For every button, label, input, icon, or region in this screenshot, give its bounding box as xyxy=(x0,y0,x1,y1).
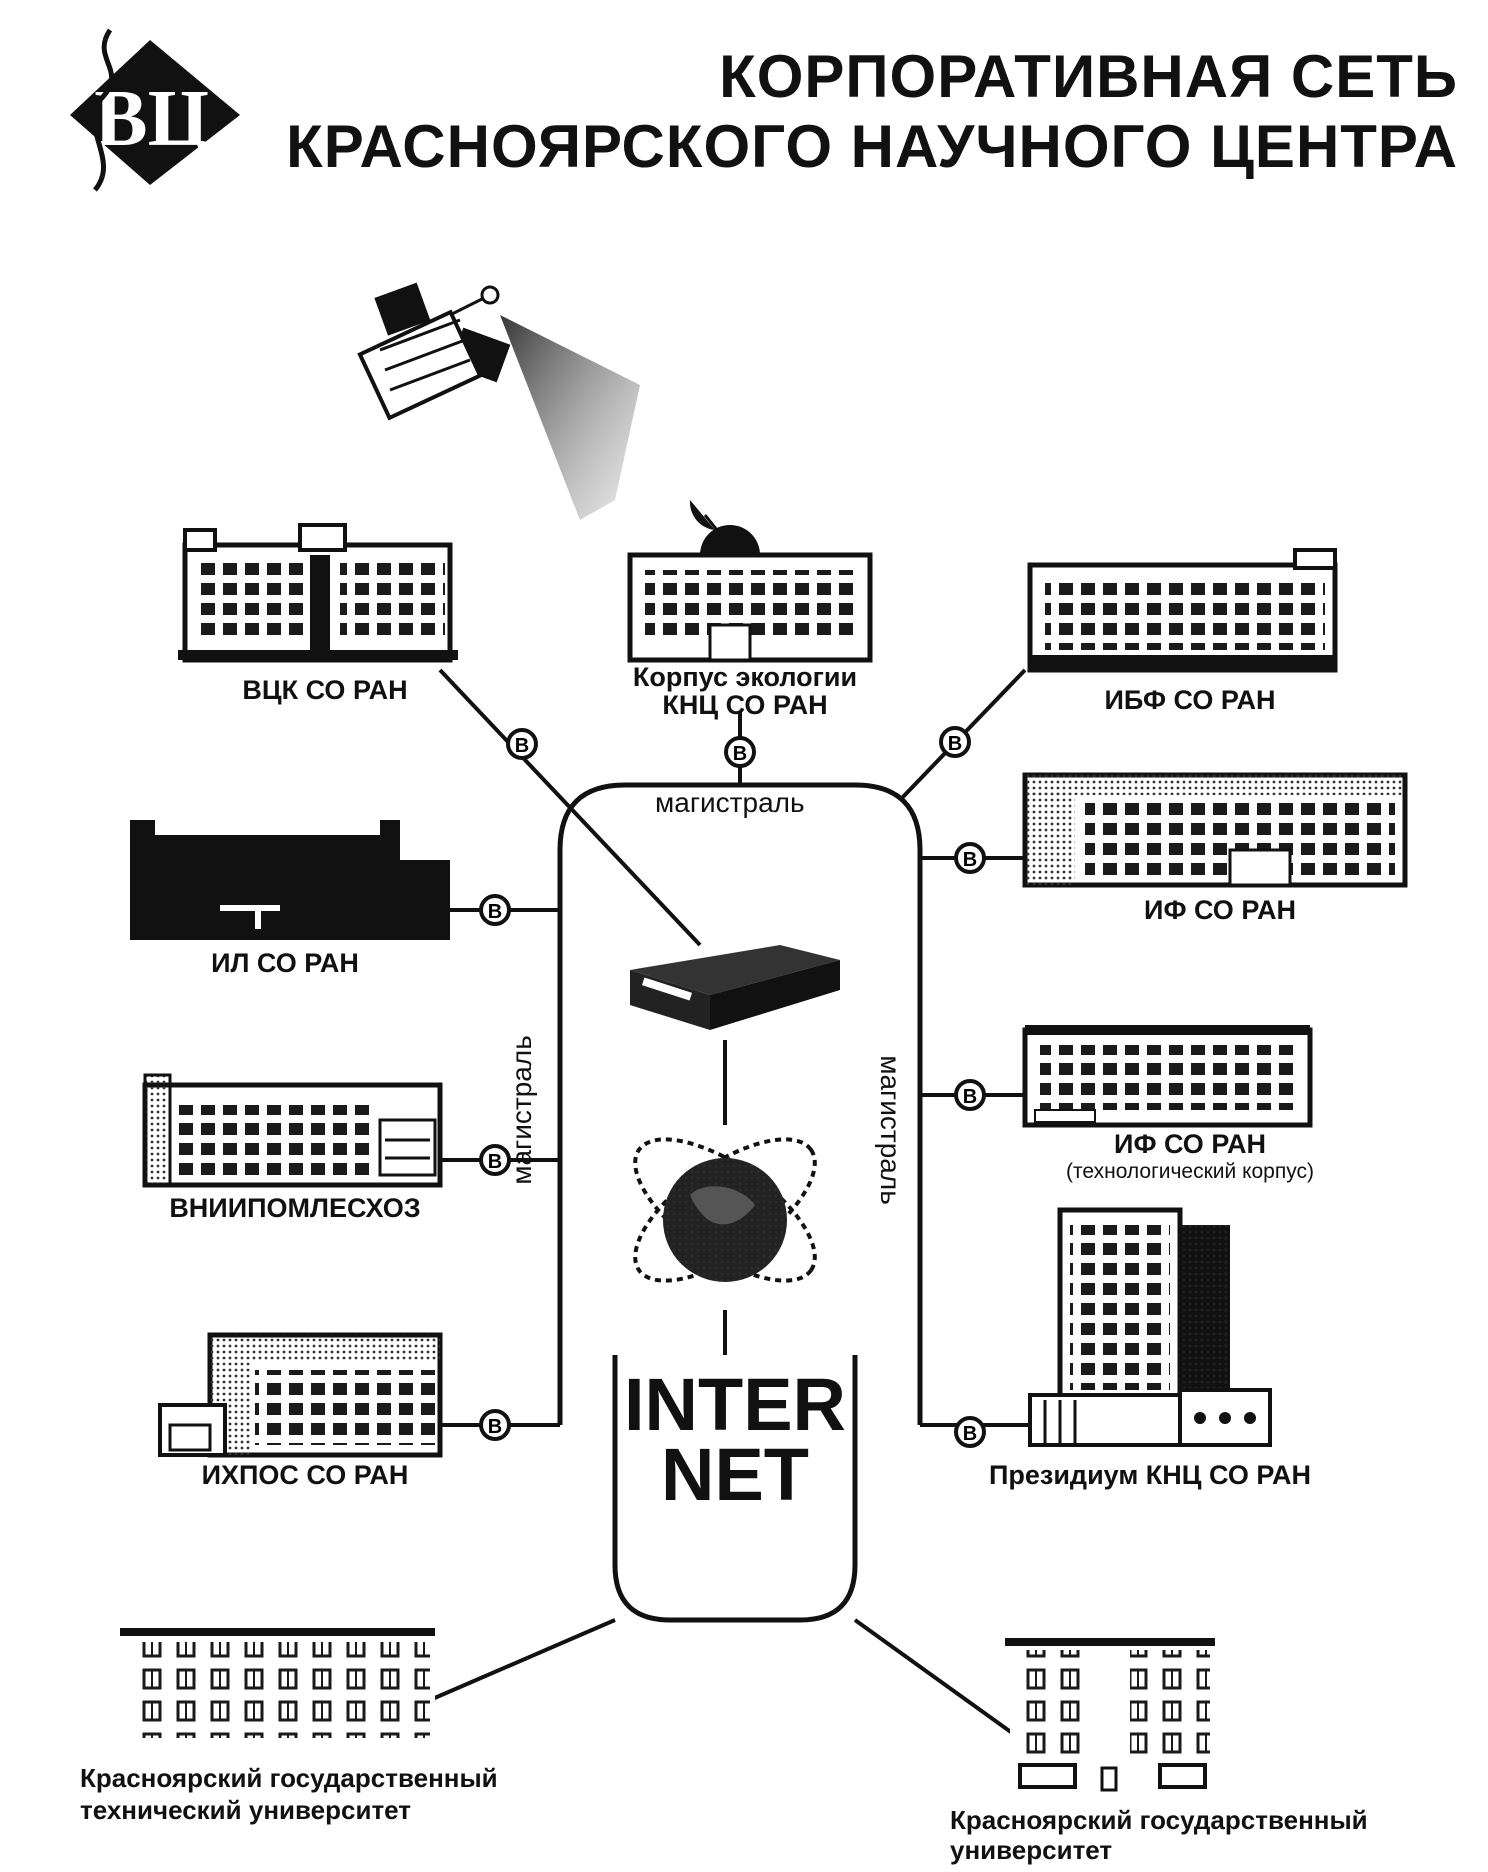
label-if-tech: ИФ СО РАН (технологический корпус) xyxy=(1040,1130,1340,1186)
label-ecology-line-2: КНЦ СО РАН xyxy=(662,690,828,720)
marker-il: B xyxy=(479,894,511,926)
label-if-main: ИФ СО РАН xyxy=(1144,895,1296,925)
label-ecology-line-1: Корпус экологии xyxy=(632,662,858,692)
backbone-left-label: магистраль xyxy=(506,1035,537,1185)
svg-text:B: B xyxy=(963,1086,977,1108)
marker-if-main: B xyxy=(954,842,986,874)
building-ihpos xyxy=(158,1332,443,1458)
internet-line-1: INTER xyxy=(624,1363,846,1446)
label-ihpos: ИХПОС СО РАН xyxy=(201,1460,409,1490)
label-presidium: Президиум КНЦ СО РАН xyxy=(989,1460,1311,1490)
label-vniipom: ВНИИПОМЛЕСХОЗ xyxy=(169,1193,421,1223)
marker-vck: B xyxy=(506,728,538,760)
svg-text:B: B xyxy=(963,1423,977,1445)
vc-logo: ВЦ xyxy=(70,28,240,192)
label-if-tech-line-1: ИФ СО РАН xyxy=(1114,1129,1266,1159)
svg-text:B: B xyxy=(488,901,502,923)
internet-line-2: NET xyxy=(661,1433,809,1516)
node-markers: B B B B B B B B B xyxy=(479,726,986,1448)
building-if-main xyxy=(1022,772,1408,888)
backbone-right-label: магистраль xyxy=(875,1055,906,1205)
svg-text:B: B xyxy=(733,743,747,765)
satellite-icon xyxy=(357,282,640,520)
svg-text:B: B xyxy=(515,735,529,757)
building-ibf xyxy=(1027,548,1338,673)
svg-text:B: B xyxy=(963,849,977,871)
building-vck xyxy=(178,523,458,663)
title-line-1: КОРПОРАТИВНАЯ СЕТЬ xyxy=(719,43,1458,110)
title-line-2: КРАСНОЯРСКОГО НАУЧНОГО ЦЕНТРА xyxy=(286,113,1458,180)
internet-label: INTER NET xyxy=(615,1363,855,1516)
label-kgu: Красноярский государственный университет xyxy=(950,1805,1368,1865)
marker-if-tech: B xyxy=(954,1079,986,1111)
label-kgtu-line-1: Красноярский государственный xyxy=(80,1763,498,1793)
building-kgtu xyxy=(120,1628,435,1740)
label-ibf: ИБФ СО РАН xyxy=(1104,685,1276,715)
logo-text: ВЦ xyxy=(94,75,210,163)
building-kgu xyxy=(1005,1638,1215,1792)
label-kgu-line-1: Красноярский государственный xyxy=(950,1805,1368,1835)
label-kgu-line-2: университет xyxy=(950,1835,1113,1865)
marker-ibf: B xyxy=(939,726,971,758)
marker-vniipom: B xyxy=(479,1144,511,1176)
label-kgtu-line-2: технический университет xyxy=(80,1795,412,1825)
building-if-tech xyxy=(1022,1025,1313,1128)
svg-text:B: B xyxy=(948,733,962,755)
label-vck: ВЦК СО РАН xyxy=(242,675,408,705)
marker-ihpos: B xyxy=(479,1409,511,1441)
page-title: КОРПОРАТИВНАЯ СЕТЬ КРАСНОЯРСКОГО НАУЧНОГ… xyxy=(286,42,1458,182)
label-il: ИЛ СО РАН xyxy=(211,948,359,978)
building-il xyxy=(130,820,450,940)
building-ecology xyxy=(627,500,873,663)
marker-ecology: B xyxy=(724,736,756,768)
label-kgtu: Красноярский государственный технический… xyxy=(80,1762,498,1826)
router-icon xyxy=(630,945,840,1030)
svg-text:B: B xyxy=(488,1151,502,1173)
label-if-tech-sub: (технологический корпус) xyxy=(1066,1160,1314,1183)
globe-icon xyxy=(633,1137,817,1283)
building-vniipom xyxy=(142,1073,443,1188)
backbone-top-label: магистраль xyxy=(655,787,805,818)
label-ecology: Корпус экологии КНЦ СО РАН xyxy=(615,663,875,719)
building-presidium xyxy=(1028,1207,1272,1447)
marker-presidium: B xyxy=(954,1416,986,1448)
svg-text:B: B xyxy=(488,1416,502,1438)
